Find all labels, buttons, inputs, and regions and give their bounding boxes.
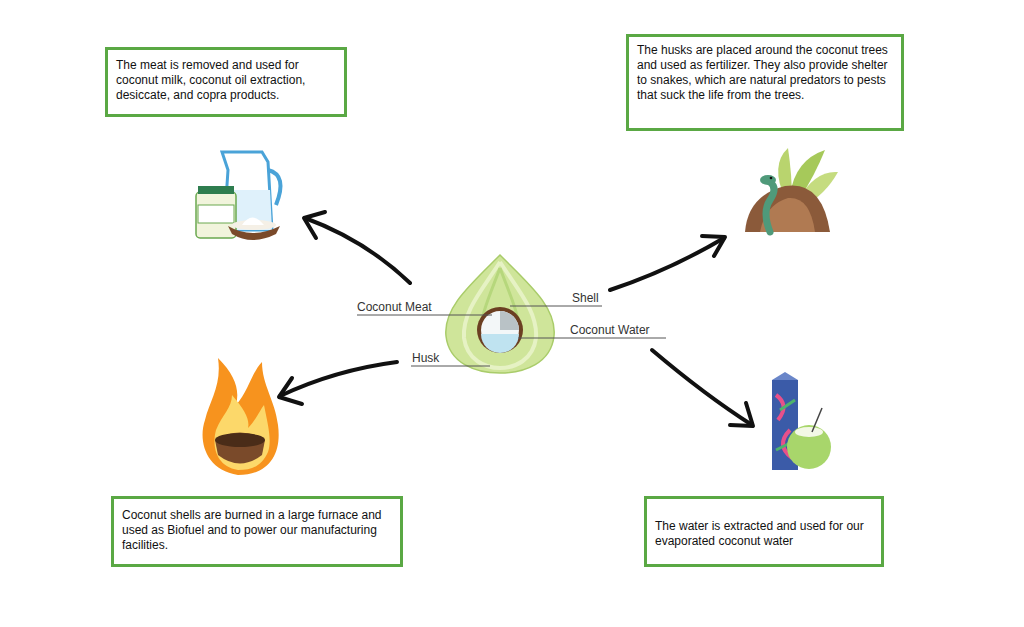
coconut-illustration: [446, 255, 554, 373]
text-box: The meat is removed and used for coconut…: [105, 47, 347, 117]
box-text: The husks are placed around the coconut …: [637, 43, 893, 103]
fire-illustration: [203, 358, 279, 475]
arrows: [279, 212, 753, 426]
box-text: The meat is removed and used for coconut…: [116, 58, 336, 103]
coconut-water-illustration: [772, 372, 831, 470]
husk-snake-illustration: [745, 148, 838, 232]
part-label: Coconut Meat: [357, 300, 432, 314]
leader-lines: [357, 306, 666, 366]
part-label: Shell: [572, 291, 599, 305]
part-label: Husk: [412, 351, 439, 365]
box-text: Coconut shells are burned in a large fur…: [122, 508, 392, 553]
text-box: Coconut shells are burned in a large fur…: [111, 496, 403, 567]
text-box: The husks are placed around the coconut …: [626, 34, 904, 131]
part-label: Coconut Water: [570, 323, 650, 337]
milk-oil-illustration: [196, 152, 281, 240]
text-box: The water is extracted and used for our …: [644, 496, 884, 567]
box-text: The water is extracted and used for our …: [655, 519, 873, 549]
